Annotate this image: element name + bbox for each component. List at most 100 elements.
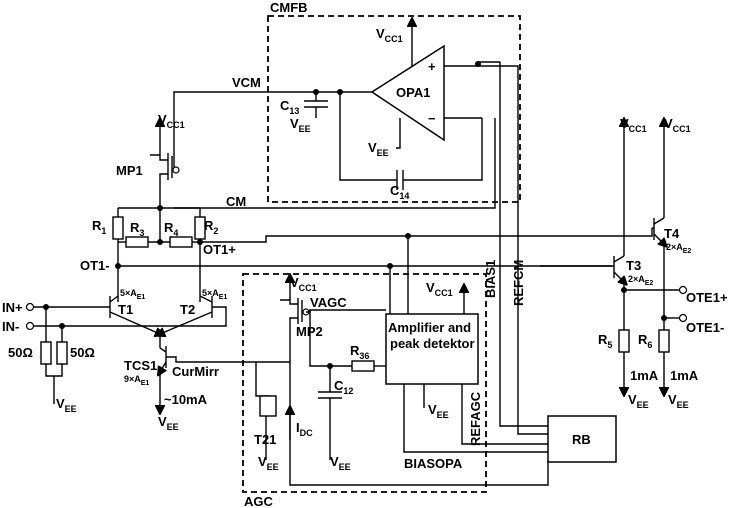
in-plus-terminal[interactable] [25,302,35,312]
r4-label: R4 [164,220,178,238]
in-plus-label: IN+ [2,300,23,315]
tcs1-e [160,361,166,372]
t2-base-wire [62,306,227,327]
curmirr-label: CurMirr [172,364,219,379]
t3-collector [613,255,625,263]
c12-label: C12 [334,378,353,396]
t21-vee-label: VEE [258,454,279,472]
r36-label: R36 [350,343,369,361]
t3-label: T3 [626,258,641,273]
in-minus-label: IN- [2,319,19,334]
opa1-plus: + [428,59,436,74]
r6-resistor [658,329,670,353]
refcm-label: REFCM [511,260,526,306]
bias1-label: BIAS1 [483,260,498,298]
amp-vee-label: VEE [428,402,449,420]
opa-vee-wire [396,118,401,149]
mp1-body [150,154,168,161]
t2-area: 5×AE1 [202,288,227,301]
t1-emitter [109,311,160,334]
amp-peak-line2: peak detektor [390,336,475,351]
mp2-vcc-label: VCC1 [290,275,317,293]
r5-current: 1mA [630,368,659,383]
c14-label: C14 [390,183,409,201]
idc-label: IDC [296,420,313,438]
refagc-wire [461,384,548,445]
mp1-vcc-label: VCC1 [158,112,185,130]
refagc-label: REFAGC [468,391,483,446]
biasopa-label: BIASOPA [404,456,463,471]
amp-vcc-label: VCC1 [426,280,453,298]
r5-label: R5 [598,332,612,350]
tcs1-vee-label: VEE [158,414,179,432]
t2-label: T2 [180,302,195,317]
r6-vee-label: VEE [668,392,689,410]
curmirr-wire [166,356,549,486]
c13-label: C13 [280,98,299,116]
ote1p-terminal[interactable] [678,285,688,295]
agc-box [242,273,487,493]
ote1m-terminal[interactable] [678,313,688,323]
r1-resistor [112,216,124,240]
ot1p-label: OT1+ [203,242,236,257]
mp1-bulk [172,166,180,174]
t4-vcc-label: VCC1 [664,116,691,134]
t21-box [259,395,277,417]
cmfb-box [267,15,521,203]
tcs1-label: TCS1 [124,358,157,373]
amp-peak-line1: Amplifier and [388,320,471,335]
r5-resistor [618,329,630,353]
vagc-wire [306,309,386,313]
r5-vee-label: VEE [628,392,649,410]
t4-collector [653,217,665,225]
r50a-label: 50Ω [8,345,33,360]
refcm-wire [478,65,548,435]
t1-area: 5×AE1 [120,288,145,301]
t3-emitter [613,271,624,282]
t4-emitter [653,233,664,244]
ot1m-label: OT1- [80,258,110,273]
r50-gnd-wire [45,364,63,377]
r4-resistor [169,236,193,248]
r50-vee-label: VEE [56,396,77,414]
t3-vcc-label: VCC1 [620,116,647,134]
r50b-label: 50Ω [70,345,95,360]
opa-vcc-label: VCC1 [376,26,403,44]
vcm-label: VCM [232,75,261,90]
junction-dot [197,239,203,245]
t21-label: T21 [254,432,276,447]
c12-vee-label: VEE [330,454,351,472]
r6-current: 1mA [670,368,699,383]
t4-label: T4 [664,226,680,241]
opa1-symbol [370,44,445,142]
agc-label: AGC [244,494,274,508]
r50a-resistor [40,341,52,365]
in-minus-terminal[interactable] [25,321,35,331]
t2-collector [199,295,213,303]
ote1m-label: OTE1- [686,320,724,335]
r3-resistor [125,236,149,248]
t2-emitter [160,311,213,334]
bias1-wire [499,62,548,427]
t1-label: T1 [118,302,133,317]
ot1p-wire [200,228,653,243]
r3-label: R3 [130,220,144,238]
mp2-drain [289,317,298,362]
tcs1-c [159,347,167,353]
t3-area: 2×AE2 [628,274,653,287]
tcs1-area: 9×AE1 [124,374,149,387]
mp1-drain [159,173,168,208]
r50b-resistor [56,341,68,365]
cm-wire [174,118,496,209]
i10ma-label: ~10mA [164,392,208,407]
r1-label: R1 [92,218,106,236]
mp2-source [280,299,298,305]
vcm-wire [173,91,372,170]
c14-wire-right [403,118,483,181]
c13-vee-label: VEE [290,116,311,134]
amp-peak-block [385,313,479,385]
vagc-label: VAGC [310,295,347,310]
c14-wire-left [339,92,397,181]
biasopa-wire [403,384,548,453]
